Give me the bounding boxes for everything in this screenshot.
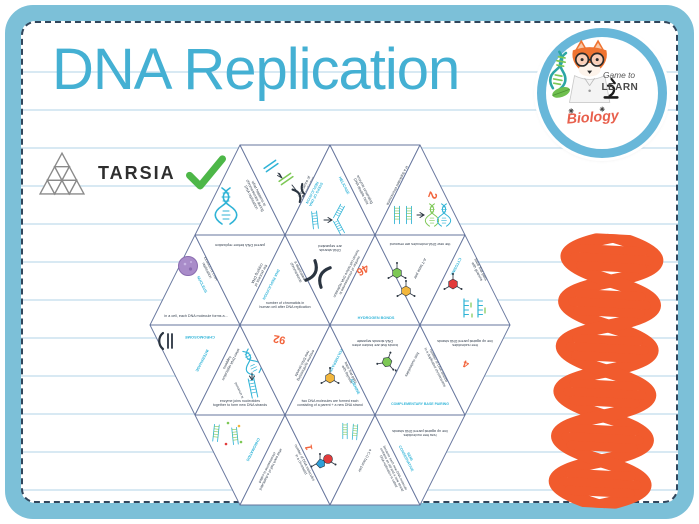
ladder2-icon <box>342 422 359 441</box>
helixv-icon <box>214 187 238 225</box>
logo-dna-icon <box>548 50 568 91</box>
combs-icon <box>463 298 486 318</box>
unzip-icon <box>311 203 345 236</box>
sparkle-icons <box>568 106 605 114</box>
piece-outline[interactable] <box>374 414 466 506</box>
logo-line2: LEARN <box>601 82 638 93</box>
logo-line3: Biology <box>566 108 620 128</box>
moly-icon <box>396 280 416 297</box>
piece-text: parent DNA before replication <box>215 243 265 247</box>
piece-text: HYDROGEN BONDS <box>358 316 395 320</box>
piece-text: 92 <box>272 332 286 346</box>
molg-icon <box>387 262 407 279</box>
chromlines-icon <box>158 331 173 351</box>
piece-text: 4 <box>461 357 470 369</box>
puzzle-piece-r4d2[interactable]: 1 <box>284 414 376 506</box>
puzzle-piece-r4d1[interactable]: CHROMATIDS <box>194 414 286 506</box>
xchrom-icon <box>304 259 332 289</box>
puzzle-piece-r3d4[interactable]: free nucleotidesline up against parent D… <box>419 324 511 416</box>
page-title: DNA Replication <box>52 37 460 102</box>
piece-text: is unwound <box>234 382 245 399</box>
piece-text: DNA strandsare separated <box>318 244 341 252</box>
puzzle-piece-r4d3[interactable]: how free nucleotidesline up against pare… <box>374 414 466 506</box>
rewind-icon <box>394 203 452 227</box>
piece-text: in a cell, each DNA molecule forms a... <box>164 314 227 318</box>
piece-outline[interactable] <box>419 324 511 416</box>
moly-icon <box>320 367 340 384</box>
puzzle-piece-r3d3[interactable]: bonds that are broken whenDNA strands se… <box>329 324 421 416</box>
nucleus-icon <box>178 256 198 276</box>
game-to-learn-biology-logo: Game to LEARN Biology <box>537 28 667 158</box>
fox-icon <box>568 39 611 103</box>
leaf-icon <box>552 87 570 98</box>
dna-helix-illustration <box>533 230 679 512</box>
piece-text: ADENINE <box>349 378 361 395</box>
scatter-icon <box>212 421 243 446</box>
piece-text: how free nucleotidesline up against pare… <box>392 429 448 437</box>
molr-icon <box>443 273 463 290</box>
piece-text: COMPLEMENTARY BASE PAIRING <box>391 402 449 406</box>
condense-icon <box>263 159 314 205</box>
logo-line1: Game to <box>603 70 635 80</box>
piece-text: free nucleotidesline up against parent D… <box>437 339 493 347</box>
tarsia-label: TARSIA <box>98 162 176 183</box>
piece-text: 1 <box>304 443 316 451</box>
molg-icon <box>376 351 395 371</box>
piece-text: the new DNA molecules are rewound <box>390 242 451 246</box>
logo-illustration: Game to LEARN Biology <box>548 39 638 128</box>
piece-text: 46 <box>354 261 371 278</box>
piece-text: 2 <box>425 190 441 201</box>
tarsia-badge: TARSIA <box>34 150 226 196</box>
piece-text: bonds that are broken whenDNA strands se… <box>352 339 398 347</box>
tarsia-triangle-icon <box>38 151 86 196</box>
puzzle-piece-r1t5[interactable]: 2 <box>374 144 466 236</box>
check-icon <box>185 155 226 190</box>
microscope-icon <box>603 77 619 99</box>
piece-text: CHROMOSOME <box>185 335 215 340</box>
molpair-icon <box>310 453 337 469</box>
